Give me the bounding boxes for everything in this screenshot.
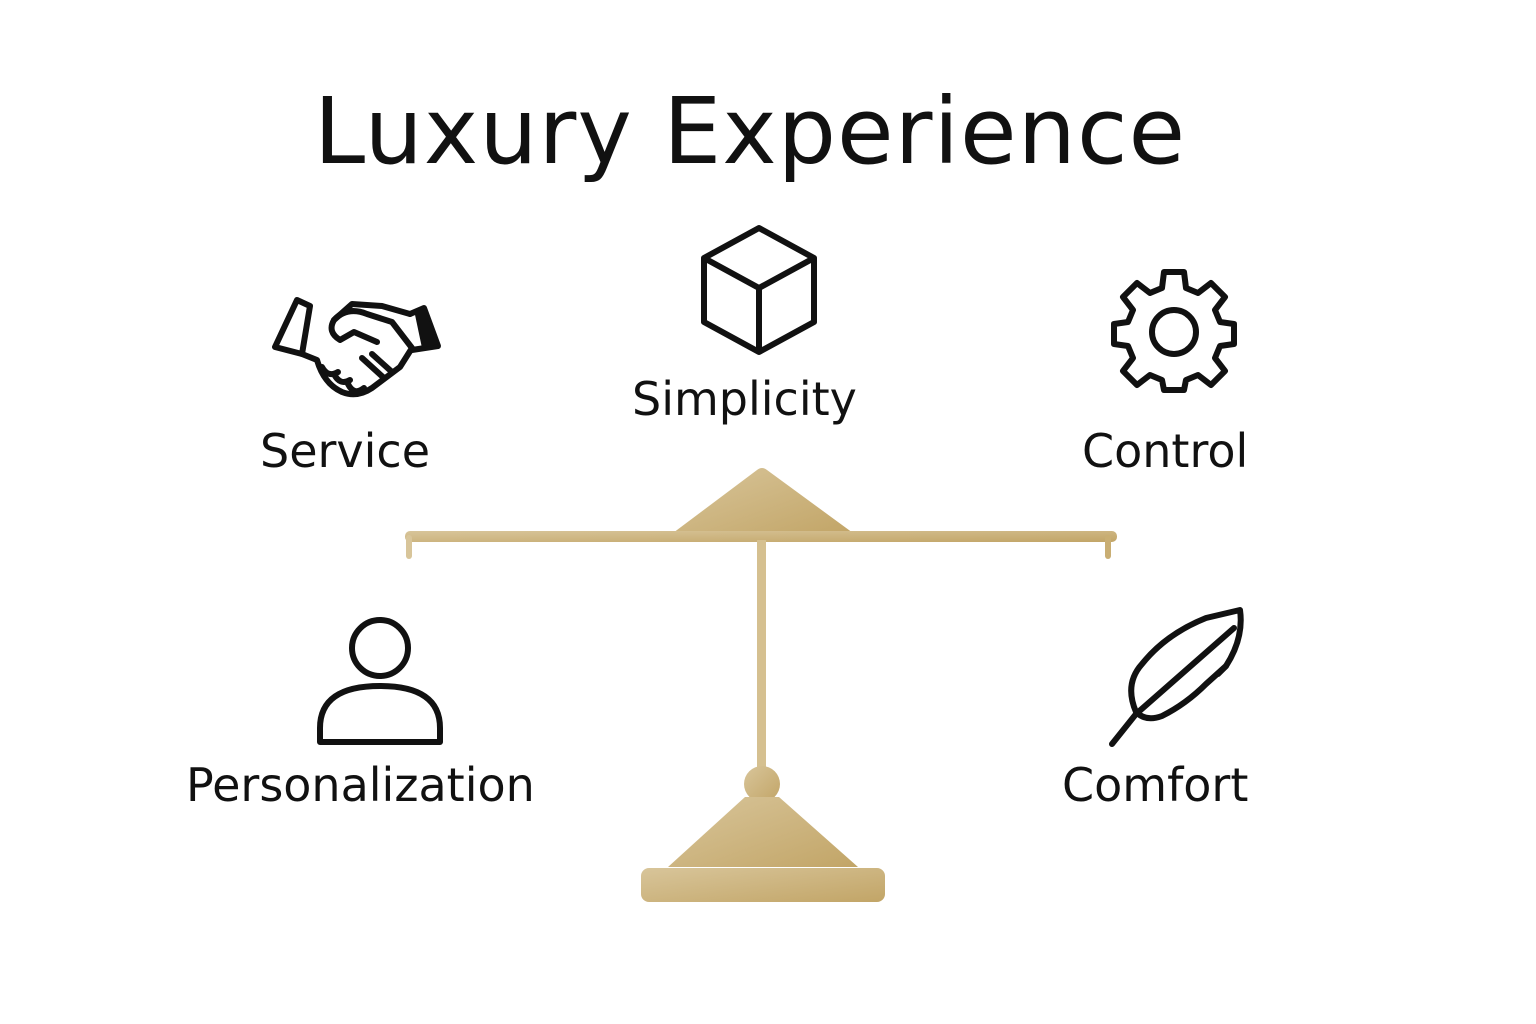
feather-icon [1109, 607, 1244, 747]
personalization-label: Personalization [186, 758, 535, 812]
service-label: Service [260, 424, 431, 478]
control-label: Control [1082, 424, 1249, 478]
diagram-title: Luxury Experience [313, 78, 1187, 185]
person-icon [317, 617, 443, 745]
comfort-label: Comfort [1062, 758, 1249, 812]
handshake-icon [272, 297, 441, 398]
cube-icon [701, 225, 817, 355]
gear-icon [1111, 269, 1237, 393]
simplicity-label: Simplicity [632, 372, 857, 426]
